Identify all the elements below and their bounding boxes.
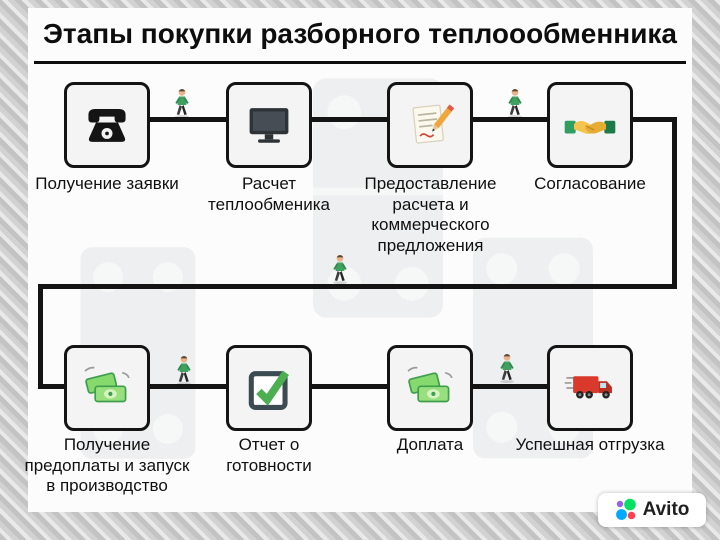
step-label: Предоставление расчета и коммерческого п… <box>364 174 497 256</box>
walking-person-icon <box>177 356 191 385</box>
step-box-request <box>64 82 150 168</box>
page-title: Этапы покупки разборного теплоообменника <box>42 18 678 49</box>
content-panel: Этапы покупки разборного теплоообменника <box>25 8 692 512</box>
step-box-surcharge <box>387 345 473 431</box>
document-pencil-icon <box>412 104 455 144</box>
walking-person-icon <box>500 354 514 383</box>
handshake-icon <box>564 120 616 134</box>
walking-person-icon <box>508 89 522 118</box>
avito-logo-icon <box>615 498 636 520</box>
avito-brand-text: Avito <box>642 499 690 520</box>
connector-line-right-vertical <box>672 117 677 289</box>
walking-person-icon <box>175 89 189 118</box>
walking-person-icon <box>333 255 347 284</box>
checkbox-icon <box>248 370 290 410</box>
money-icon <box>407 366 453 403</box>
connector-line-left-vertical <box>38 284 43 389</box>
step-label: Согласование <box>534 174 646 193</box>
step-box-approval <box>547 82 633 168</box>
connector-line-row2 <box>38 384 590 389</box>
step-box-prepayment <box>64 345 150 431</box>
avito-watermark: Avito <box>598 493 706 527</box>
step-label: Получение заявки <box>35 174 179 193</box>
phone-icon <box>88 108 126 142</box>
step-label: Успешная отгрузка <box>515 435 665 454</box>
step-label: Доплата <box>396 435 464 454</box>
step-label: Отчет о готовности <box>226 435 312 475</box>
step-box-readiness <box>226 345 312 431</box>
step-box-shipment <box>547 345 633 431</box>
truck-icon <box>564 376 612 399</box>
monitor-icon <box>249 108 289 143</box>
connector-line-middle <box>38 284 677 289</box>
step-box-calculation <box>226 82 312 168</box>
step-box-proposal <box>387 82 473 168</box>
step-label: Расчет теплообменика <box>208 174 330 214</box>
money-icon <box>84 366 130 403</box>
title-divider <box>34 61 686 64</box>
step-label: Получение предоплаты и запуск в производ… <box>24 435 190 496</box>
